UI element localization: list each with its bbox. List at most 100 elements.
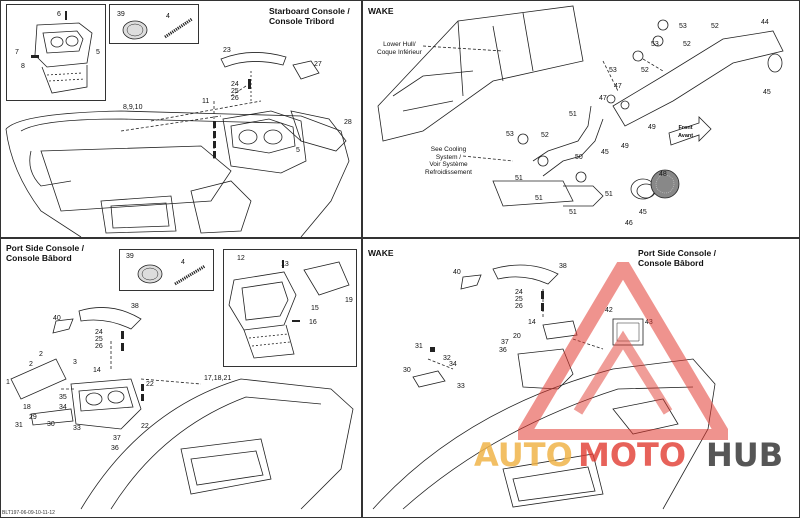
panel-title: WAKE [368,248,394,258]
callout: 6 [57,11,61,18]
callout: 19 [345,297,353,304]
panel-starboard-console: Starboard Console / Console Tribord 6 7 … [0,0,362,238]
callout: 33 [457,383,465,390]
callout: 22 [146,381,154,388]
glovebox-illustration [228,260,350,359]
callout: 34 [449,361,457,368]
callout: 24 [231,81,239,88]
callout: 52 [541,132,549,139]
callout: 39 [117,11,125,18]
port-console-illustration [10,307,354,510]
callout: 53 [651,41,659,48]
callout: 24 [515,289,523,296]
cover-seal-illustration [122,17,193,40]
callout: 3 [73,359,77,366]
callout: 5 [96,49,100,56]
callout: 28 [344,119,352,126]
callout: 31 [415,343,423,350]
watermark-text-auto: AUTO [474,436,573,474]
inset-cover-and-seal [119,249,214,291]
callout: 17,18,21 [204,375,232,382]
callout: 16 [309,319,317,326]
watermark-text-moto: MOTO [578,436,687,474]
panel-port-side-console: Port Side Console / Console Bâbord 39 4 … [0,238,362,518]
callout: 38 [559,263,567,270]
callout: 8 [21,63,25,70]
callout: 33 [73,425,81,432]
cover-seal-illustration [137,264,206,286]
callout: 26 [95,343,103,350]
callout: 51 [535,195,543,202]
callout: 37 [113,435,121,442]
footer-reference: BLT197-06-09-10-11-12 [2,510,55,516]
callout: 4 [181,259,185,266]
callout: 4 [166,13,170,20]
glovebox-illustration [31,11,93,94]
wake-exhaust-illustration [377,5,784,207]
callout: 25 [95,336,103,343]
callout: 1 [6,379,10,386]
callout: 15 [311,305,319,312]
callout: 12 [237,255,245,262]
callout: 40 [453,269,461,276]
callout: 53 [679,23,687,30]
callout: 51 [569,209,577,216]
front-direction-arrow: Front Avant [678,125,694,139]
callout: 45 [763,89,771,96]
callout: 45 [601,149,609,156]
note-cooling-system: See Cooling System / Voir Système Refroi… [425,146,472,176]
panel-wake-bottom: WAKE Port Side Console / Console Bâbord … [362,238,800,518]
callout: 29 [29,414,37,421]
callout: 32 [443,355,451,362]
inset-glovebox [223,249,357,367]
callout: 42 [605,307,613,314]
panel-subtitle: Port Side Console / Console Bâbord [638,248,716,268]
callout: 36 [111,445,119,452]
starboard-console-illustration [5,52,350,237]
callout: 18 [23,404,31,411]
callout: 26 [231,95,239,102]
callout: 52 [641,67,649,74]
callout: 45 [639,209,647,216]
callout: 13 [281,261,289,268]
callout: 7 [15,49,19,56]
note-lower-hull: Lower Hull/ Coque Inférieur [377,41,422,56]
inset-cover-and-seal [109,4,199,44]
callout: 30 [403,367,411,374]
callout: 52 [683,41,691,48]
callout: 31 [15,422,23,429]
callout: 35 [59,394,67,401]
callout: 38 [131,303,139,310]
inset-console-glovebox [6,4,106,101]
callout: 14 [93,367,101,374]
callout: 22 [141,423,149,430]
callout: 46 [625,220,633,227]
callout: 25 [231,88,239,95]
panel-title: Port Side Console / Console Bâbord [6,243,84,263]
callout: 51 [569,111,577,118]
callout: 2 [39,351,43,358]
callout: 48 [659,171,667,178]
panel-title: WAKE [368,6,394,16]
callout: 11 [202,98,210,105]
callout: 25 [515,296,523,303]
callout: 53 [506,131,514,138]
callout: 51 [605,191,613,198]
callout: 52 [711,23,719,30]
callout: 34 [59,404,67,411]
callout: 53 [609,67,617,74]
callout: 36 [499,347,507,354]
watermark-text-hub: HUB [706,436,784,474]
callout: 5 [296,147,300,154]
callout: 24 [95,329,103,336]
callout: 27 [314,61,322,68]
callout: 49 [621,143,629,150]
callout: 37 [501,339,509,346]
callout: 2 [29,361,33,368]
callout: 8,9,10 [123,104,143,111]
callout: 51 [515,175,523,182]
callout: 14 [528,319,536,326]
callout: 39 [126,253,134,260]
callout: 47 [599,95,607,102]
callout: 49 [648,124,656,131]
